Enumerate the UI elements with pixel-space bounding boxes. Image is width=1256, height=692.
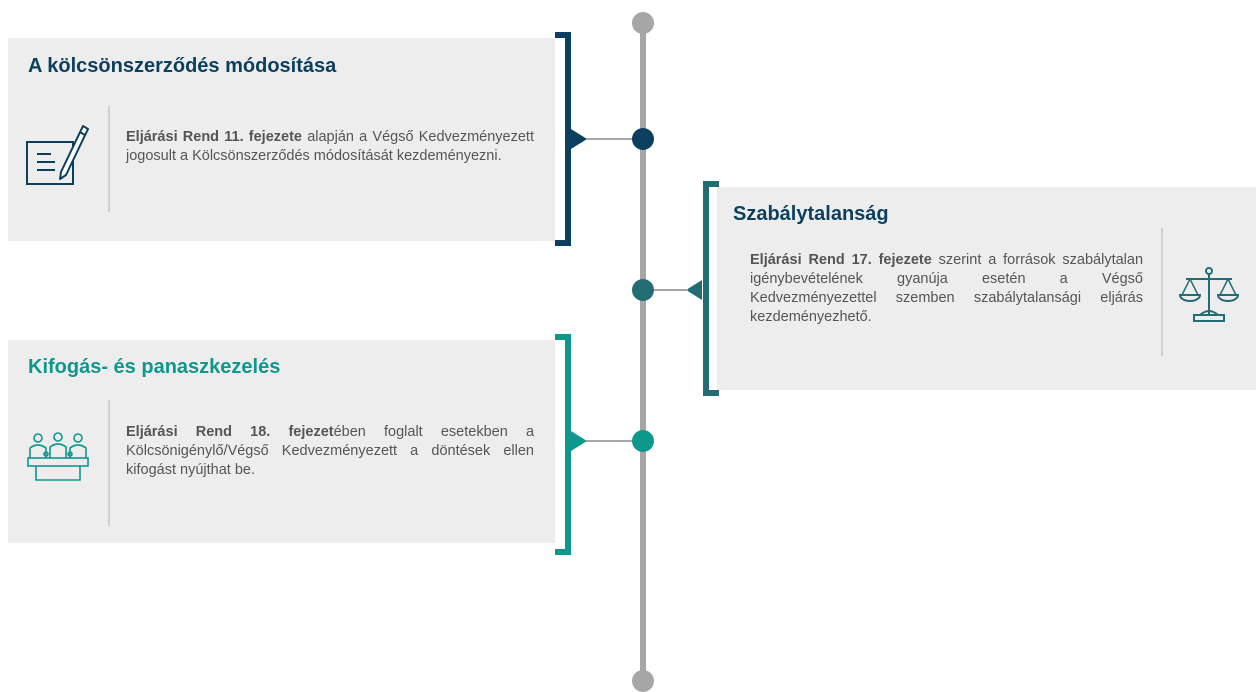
- timeline-node-2: [632, 279, 654, 301]
- document-edit-icon: [25, 122, 89, 188]
- card-1-bracket: [555, 32, 571, 246]
- card-irregularity: [717, 187, 1256, 390]
- card-1-pointer: [571, 129, 587, 149]
- card-complaints: [8, 340, 555, 543]
- timeline-end-cap: [632, 670, 654, 692]
- card-2-text: Eljárási Rend 17. fejezete szerint a for…: [750, 252, 1144, 325]
- card-2-connector: [652, 289, 688, 291]
- card-3-bracket: [555, 334, 571, 555]
- timeline-axis: [640, 22, 646, 680]
- card-1-title: A kölcsönszerződés módosítása: [28, 55, 337, 77]
- card-1-divider: [108, 106, 110, 212]
- card-3-text: Eljárási Rend 18. fejezetében foglalt es…: [126, 424, 535, 478]
- card-1-text: Eljárási Rend 11. fejezete alapján a Vég…: [126, 129, 534, 164]
- meeting-people-icon: [24, 432, 92, 486]
- card-loan-modification: [8, 38, 555, 241]
- card-3-connector: [586, 440, 636, 442]
- card-2-title: Szabálytalanság: [733, 203, 889, 225]
- timeline-start-cap: [632, 12, 654, 34]
- card-2-divider: [1161, 228, 1163, 356]
- scales-icon: [1178, 265, 1240, 327]
- card-2-bracket: [703, 181, 719, 396]
- card-3-divider: [108, 400, 110, 526]
- card-3-pointer: [571, 431, 587, 451]
- card-3-title: Kifogás- és panaszkezelés: [28, 356, 281, 378]
- card-1-connector: [586, 138, 636, 140]
- card-2-pointer: [686, 280, 702, 300]
- timeline-node-1: [632, 128, 654, 150]
- timeline-node-3: [632, 430, 654, 452]
